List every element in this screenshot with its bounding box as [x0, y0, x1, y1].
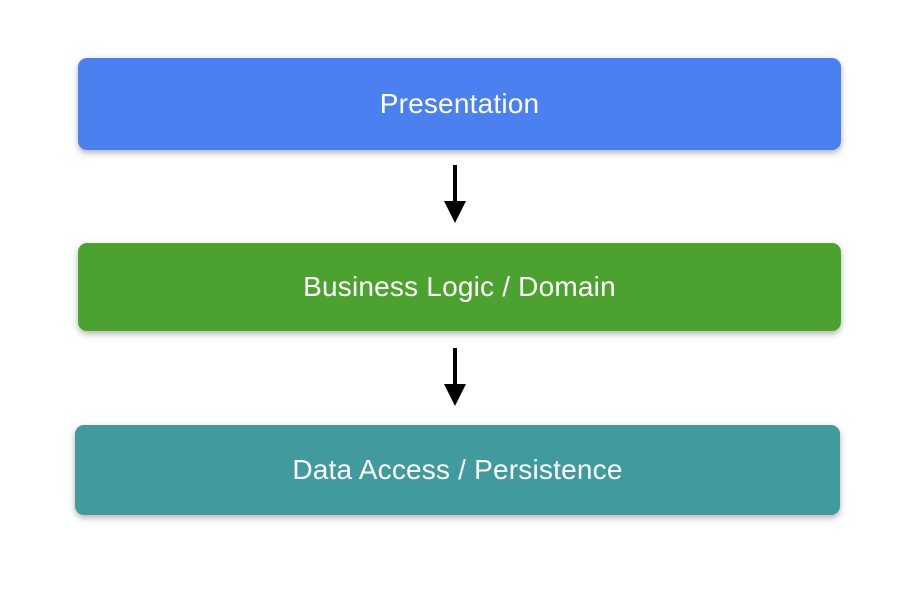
layer-box-data-access[interactable]: Data Access / Persistence: [75, 425, 840, 515]
layer-box-business-logic[interactable]: Business Logic / Domain: [78, 243, 841, 331]
down-arrow-icon: [444, 348, 466, 406]
layer-box-presentation[interactable]: Presentation: [78, 58, 841, 150]
layer-label-presentation: Presentation: [379, 88, 540, 119]
arrow-business-to-data: [432, 346, 478, 408]
arrow-presentation-to-business: [432, 163, 478, 225]
layer-label-data-access: Data Access / Persistence: [292, 454, 623, 485]
down-arrow-icon: [444, 165, 466, 223]
layer-label-business-logic: Business Logic / Domain: [303, 271, 616, 302]
